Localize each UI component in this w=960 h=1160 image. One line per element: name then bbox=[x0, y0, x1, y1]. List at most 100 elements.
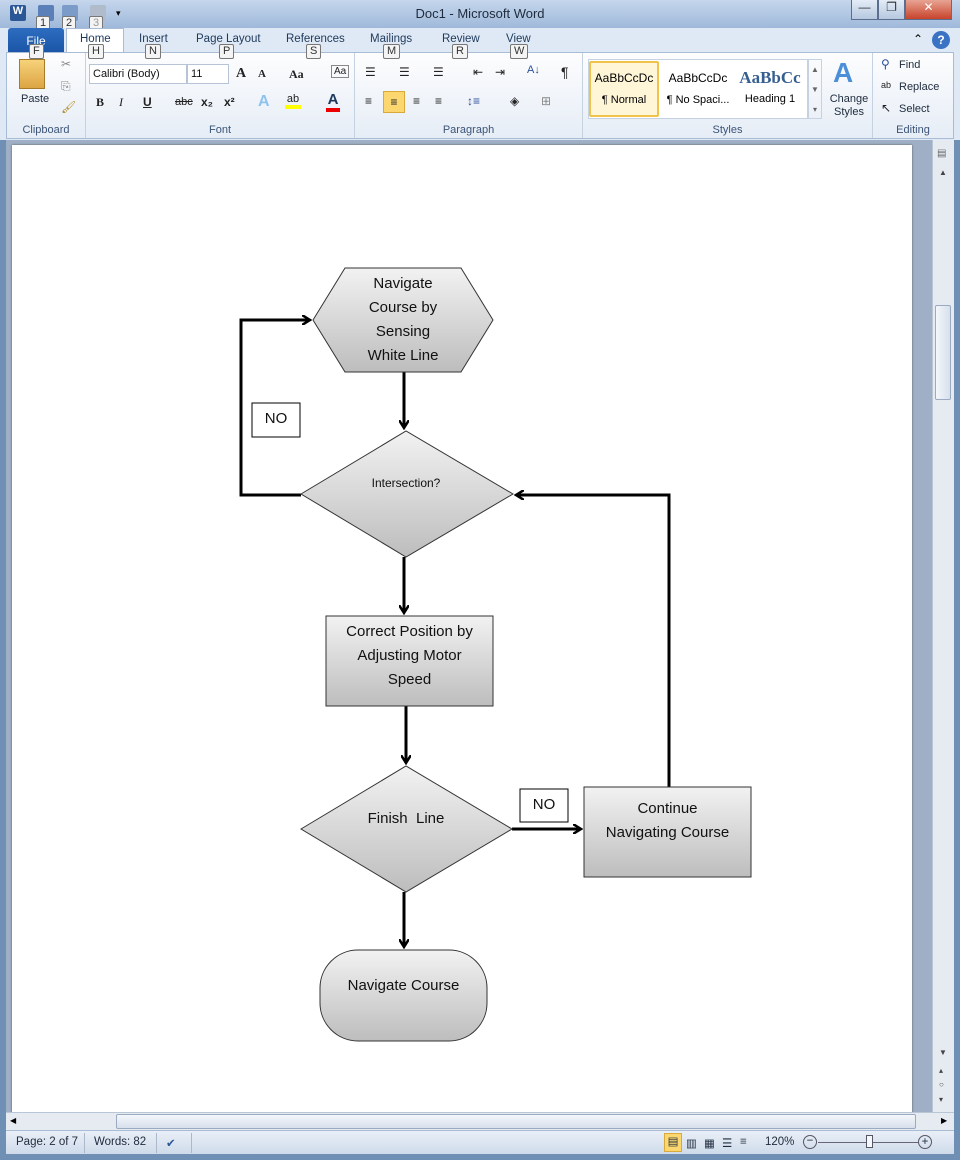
ruler-toggle-icon[interactable]: ▤ bbox=[937, 148, 947, 159]
tab-page-layout[interactable]: Page Layout bbox=[196, 33, 261, 45]
change-case-icon[interactable]: Aa bbox=[289, 67, 304, 81]
increase-indent-icon[interactable]: ⇥ bbox=[495, 65, 506, 79]
borders-icon[interactable]: ⊞ bbox=[541, 94, 552, 108]
style-no-spacing[interactable]: AaBbCcDc ¶ No Spaci... bbox=[663, 61, 733, 117]
select-button[interactable]: Select bbox=[899, 103, 930, 115]
style-heading-1[interactable]: AaBbCc Heading 1 bbox=[735, 61, 805, 117]
tab-view[interactable]: View bbox=[506, 33, 531, 45]
vertical-scrollbar[interactable]: ▤ ▲ ▼ ▴ ○ ▾ bbox=[932, 140, 954, 1112]
justify-icon[interactable]: ≡ bbox=[435, 94, 443, 108]
scroll-thumb[interactable] bbox=[935, 305, 951, 400]
draft-icon[interactable]: ≡ bbox=[740, 1136, 747, 1148]
bold-button[interactable]: B bbox=[96, 95, 105, 109]
align-center-icon[interactable]: ≡ bbox=[383, 91, 405, 113]
change-styles-button[interactable]: Change Styles bbox=[829, 93, 869, 118]
text-line: Course by bbox=[368, 299, 438, 316]
web-layout-icon[interactable]: ▦ bbox=[704, 1138, 715, 1150]
customize-qat-icon[interactable]: ▾ bbox=[116, 8, 121, 18]
scroll-up-icon[interactable]: ▲ bbox=[939, 168, 947, 177]
browse-object-icon[interactable]: ○ bbox=[939, 1080, 944, 1089]
no-label-box bbox=[251, 402, 301, 438]
highlight-icon[interactable]: ab bbox=[285, 93, 301, 109]
italic-button[interactable]: I bbox=[119, 95, 123, 109]
scroll-left-icon[interactable]: ◀ bbox=[10, 1116, 17, 1125]
horizontal-scrollbar[interactable]: ◀ ▶ bbox=[6, 1112, 954, 1130]
font-name-select[interactable]: Calibri (Body) bbox=[89, 64, 187, 84]
align-right-icon[interactable]: ≡ bbox=[413, 94, 421, 108]
zoom-slider-thumb[interactable] bbox=[866, 1135, 873, 1148]
show-marks-button[interactable]: ¶ bbox=[561, 64, 569, 80]
tab-insert[interactable]: Insert bbox=[139, 33, 168, 45]
connector-no-loop bbox=[239, 320, 310, 497]
scroll-down-icon[interactable]: ▼ bbox=[939, 1048, 947, 1057]
paste-icon[interactable] bbox=[19, 59, 45, 89]
tab-home[interactable]: Home bbox=[80, 33, 111, 45]
no-label: NO bbox=[264, 410, 288, 427]
grow-font-icon[interactable]: A bbox=[236, 66, 247, 81]
restore-button[interactable]: ❐ bbox=[878, 0, 905, 20]
print-layout-icon[interactable]: ▤ bbox=[664, 1133, 682, 1152]
style-name: Heading 1 bbox=[744, 93, 796, 105]
word-count[interactable]: Words: 82 bbox=[94, 1136, 147, 1148]
process-continue-text: Continue Navigating Course bbox=[584, 797, 751, 845]
zoom-out-button[interactable]: − bbox=[803, 1135, 817, 1149]
minimize-button[interactable]: — bbox=[851, 0, 878, 20]
underline-button[interactable]: U bbox=[143, 95, 152, 109]
style-normal[interactable]: AaBbCcDc ¶ Normal bbox=[589, 61, 659, 117]
align-left-icon[interactable]: ≡ bbox=[365, 94, 373, 108]
next-page-icon[interactable]: ▾ bbox=[939, 1095, 944, 1104]
clear-formatting-icon[interactable]: Aa bbox=[331, 65, 350, 78]
outline-icon[interactable]: ☰ bbox=[722, 1138, 733, 1150]
scroll-right-icon[interactable]: ▶ bbox=[941, 1116, 948, 1125]
keytip: W bbox=[510, 44, 529, 59]
tab-references[interactable]: References bbox=[286, 33, 345, 45]
multilevel-list-icon[interactable]: ☰ bbox=[433, 65, 444, 79]
change-styles-icon[interactable]: A bbox=[833, 57, 854, 88]
numbering-icon[interactable]: ☰ bbox=[399, 65, 410, 79]
copy-icon[interactable]: ⎘ bbox=[61, 79, 71, 93]
word-logo-icon[interactable]: W bbox=[10, 5, 26, 21]
sort-icon[interactable]: A↓ bbox=[527, 64, 540, 76]
styles-scroll[interactable]: ▲▼▾ bbox=[808, 59, 822, 119]
subscript-button[interactable]: x₂ bbox=[201, 95, 214, 109]
find-button[interactable]: Find bbox=[899, 59, 921, 71]
bullets-icon[interactable]: ☰ bbox=[365, 65, 376, 79]
zoom-in-button[interactable]: + bbox=[918, 1135, 932, 1149]
keytip: R bbox=[452, 44, 468, 59]
font-size-select[interactable]: 11 bbox=[187, 64, 229, 84]
text-effects-icon[interactable]: A bbox=[258, 93, 270, 110]
keytip: M bbox=[383, 44, 401, 59]
start-hexagon bbox=[312, 267, 494, 373]
replace-button[interactable]: Replace bbox=[899, 81, 940, 93]
format-painter-icon[interactable]: 🖌 bbox=[61, 100, 77, 114]
scroll-thumb[interactable] bbox=[116, 1114, 916, 1129]
title-bar: W ▾ 1 2 3 Doc1 - Microsoft Word — ❐ ✕ bbox=[0, 0, 960, 31]
text-line: Sensing bbox=[375, 323, 431, 340]
cut-icon[interactable]: ✂ bbox=[61, 57, 72, 71]
text-line: Correct Position by bbox=[346, 623, 473, 640]
help-icon[interactable]: ? bbox=[932, 31, 950, 49]
connector-return bbox=[516, 495, 671, 787]
decrease-indent-icon[interactable]: ⇤ bbox=[473, 65, 484, 79]
superscript-button[interactable]: x² bbox=[224, 95, 235, 109]
tab-review[interactable]: Review bbox=[442, 33, 480, 45]
font-color-icon[interactable]: A bbox=[326, 91, 340, 112]
full-screen-reading-icon[interactable]: ▥ bbox=[686, 1138, 697, 1150]
select-icon: ↖ bbox=[881, 101, 892, 115]
page-count[interactable]: Page: 2 of 7 bbox=[16, 1136, 79, 1148]
decision-intersection-text: Intersection? bbox=[371, 476, 441, 490]
strikethrough-button[interactable]: abc bbox=[175, 96, 193, 108]
line-spacing-icon[interactable]: ↕≡ bbox=[467, 94, 481, 108]
tab-mailings[interactable]: Mailings bbox=[370, 33, 413, 45]
zoom-level[interactable]: 120% bbox=[765, 1136, 795, 1148]
shrink-font-icon[interactable]: A bbox=[258, 68, 266, 80]
style-name: ¶ No Spaci... bbox=[666, 94, 730, 106]
proofing-icon[interactable]: ✔ bbox=[166, 1138, 176, 1150]
find-icon: ⚲ bbox=[881, 57, 890, 71]
minimize-ribbon-icon[interactable]: ⌃ bbox=[913, 32, 924, 46]
previous-page-icon[interactable]: ▴ bbox=[939, 1066, 944, 1075]
paste-button[interactable]: Paste bbox=[21, 93, 50, 105]
close-button[interactable]: ✕ bbox=[905, 0, 952, 20]
divider bbox=[84, 1133, 85, 1153]
shading-icon[interactable]: ◈ bbox=[510, 94, 520, 108]
